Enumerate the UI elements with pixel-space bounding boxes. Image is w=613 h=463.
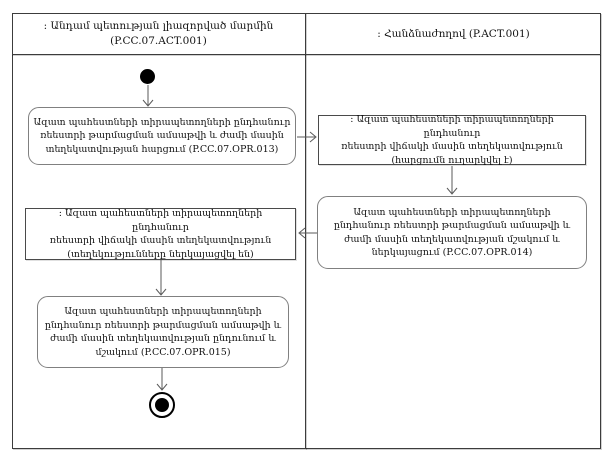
swimlane-header-commission-label: : Հանձնաժողով (P.ACT.001) — [377, 27, 530, 40]
object-node-request-sent-label: : Ազատ պահեստների տիրապետողների ընդհանու… — [341, 114, 563, 166]
activity-process-opr014-label: Ազատ պահեստների տիրապետողների ընդհանուր … — [333, 206, 571, 259]
diagram-frame — [12, 13, 601, 449]
lane-divider — [305, 13, 306, 449]
swimlane-header-authorized-body: : Անդամ պետության լիազորված մարմին (P.CC… — [12, 14, 305, 54]
activity-receive-opr015-label: Ազատ պահեստների տիրապետողների ընդհանուր … — [44, 306, 282, 358]
swimlane-header-authorized-body-label: : Անդամ պետության լիազորված մարմին (P.CC… — [43, 20, 274, 47]
activity-final-node-icon — [149, 392, 175, 418]
object-node-info-presented: : Ազատ պահեստների տիրապետողների ընդհանու… — [25, 208, 296, 260]
header-separator — [12, 54, 601, 55]
activity-request-opr013: Ազատ պահեստների տիրապետողների ընդհանուր … — [28, 107, 296, 165]
activity-request-opr013-label: Ազատ պահեստների տիրապետողների ընդհանուր … — [33, 116, 291, 155]
initial-node-icon — [140, 69, 155, 84]
swimlane-header-commission: : Հանձնաժողով (P.ACT.001) — [306, 14, 601, 54]
activity-process-opr014: Ազատ պահեստների տիրապետողների ընդհանուր … — [317, 196, 587, 269]
activity-receive-opr015: Ազատ պահեստների տիրապետողների ընդհանուր … — [37, 296, 289, 368]
object-node-request-sent: : Ազատ պահեստների տիրապետողների ընդհանու… — [318, 114, 586, 166]
object-node-info-presented-label: : Ազատ պահեստների տիրապետողների ընդհանու… — [49, 208, 272, 260]
